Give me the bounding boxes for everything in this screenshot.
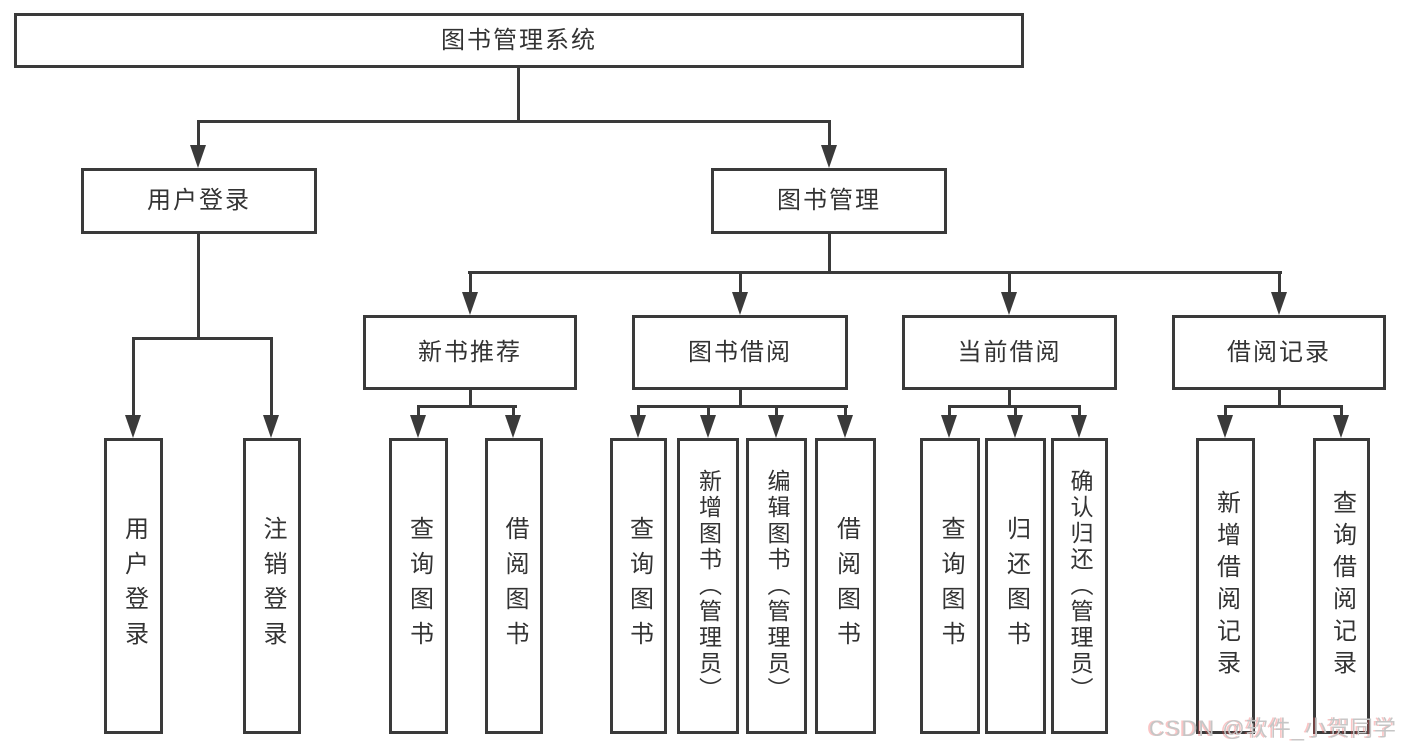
node-library-system-root: 图书管理系统 <box>14 13 1024 68</box>
csdn-watermark: CSDN @软件_小贺同学 <box>1148 716 1397 741</box>
connector-drop-leaf <box>512 405 515 418</box>
arrow-down-icon <box>821 145 837 168</box>
leaf-edit-book-admin: 编辑图书（管理员） <box>746 438 807 734</box>
connector-book-borrow-stem <box>739 390 742 408</box>
connector-new-book-hline <box>417 405 517 408</box>
arrow-down-icon <box>410 415 426 438</box>
leaf-query-books-borrowing: 查询图书 <box>610 438 667 734</box>
connector-drop-leaf <box>270 337 273 417</box>
connector-user-login-hline <box>132 337 273 340</box>
node-new-book-recommend: 新书推荐 <box>363 315 577 390</box>
connector-current-borrow-stem <box>1008 390 1011 408</box>
connector-drop-current-borrow <box>1008 271 1011 295</box>
leaf-query-borrow-record: 查询借阅记录 <box>1313 438 1370 734</box>
connector-borrow-records-stem <box>1278 390 1281 408</box>
connector-drop-book-management <box>828 120 831 148</box>
leaf-return-books: 归还图书 <box>985 438 1046 734</box>
connector-book-borrow-hline <box>637 405 848 408</box>
connector-new-book-stem <box>469 390 472 408</box>
connector-user-login-stem <box>197 234 200 340</box>
connector-drop-new-book <box>469 271 472 295</box>
connector-root-hline <box>197 120 830 123</box>
connector-drop-book-borrow <box>739 271 742 295</box>
arrow-down-icon <box>1071 415 1087 438</box>
leaf-borrow-books-borrowing: 借阅图书 <box>815 438 876 734</box>
connector-drop-user-login <box>197 120 200 148</box>
connector-drop-leaf <box>637 405 640 418</box>
node-current-borrowing: 当前借阅 <box>902 315 1117 390</box>
connector-drop-leaf <box>948 405 951 418</box>
leaf-add-book-admin: 新增图书（管理员） <box>677 438 739 734</box>
leaf-borrow-books-recommend: 借阅图书 <box>485 438 543 734</box>
arrow-down-icon <box>1333 415 1349 438</box>
leaf-query-books-current: 查询图书 <box>920 438 980 734</box>
node-book-borrowing: 图书借阅 <box>632 315 848 390</box>
connector-drop-leaf <box>707 405 710 418</box>
node-book-management: 图书管理 <box>711 168 947 234</box>
connector-drop-leaf <box>1014 405 1017 418</box>
leaf-add-borrow-record: 新增借阅记录 <box>1196 438 1255 734</box>
connector-drop-leaf <box>1340 405 1343 418</box>
connector-book-management-stem <box>828 234 831 274</box>
connector-drop-leaf <box>1078 405 1081 418</box>
leaf-logout: 注销登录 <box>243 438 301 734</box>
arrow-down-icon <box>190 145 206 168</box>
arrow-down-icon <box>125 415 141 438</box>
connector-drop-leaf <box>844 405 847 418</box>
leaf-query-books-recommend: 查询图书 <box>389 438 448 734</box>
leaf-confirm-return-admin: 确认归还（管理员） <box>1051 438 1108 734</box>
connector-drop-leaf <box>417 405 420 418</box>
leaf-user-login: 用户登录 <box>104 438 163 734</box>
connector-root-stem <box>517 68 520 123</box>
arrow-down-icon <box>630 415 646 438</box>
arrow-down-icon <box>732 292 748 315</box>
arrow-down-icon <box>837 415 853 438</box>
connector-drop-leaf <box>1224 405 1227 418</box>
connector-drop-leaf <box>132 337 135 417</box>
arrow-down-icon <box>1001 292 1017 315</box>
node-borrowing-records: 借阅记录 <box>1172 315 1386 390</box>
connector-borrow-records-hline <box>1224 405 1343 408</box>
arrow-down-icon <box>462 292 478 315</box>
arrow-down-icon <box>941 415 957 438</box>
arrow-down-icon <box>263 415 279 438</box>
connector-book-management-hline <box>468 271 1282 274</box>
arrow-down-icon <box>700 415 716 438</box>
arrow-down-icon <box>505 415 521 438</box>
arrow-down-icon <box>1271 292 1287 315</box>
node-user-login: 用户登录 <box>81 168 317 234</box>
arrow-down-icon <box>768 415 784 438</box>
connector-drop-leaf <box>775 405 778 418</box>
arrow-down-icon <box>1217 415 1233 438</box>
connector-drop-borrow-records <box>1278 271 1281 295</box>
arrow-down-icon <box>1007 415 1023 438</box>
